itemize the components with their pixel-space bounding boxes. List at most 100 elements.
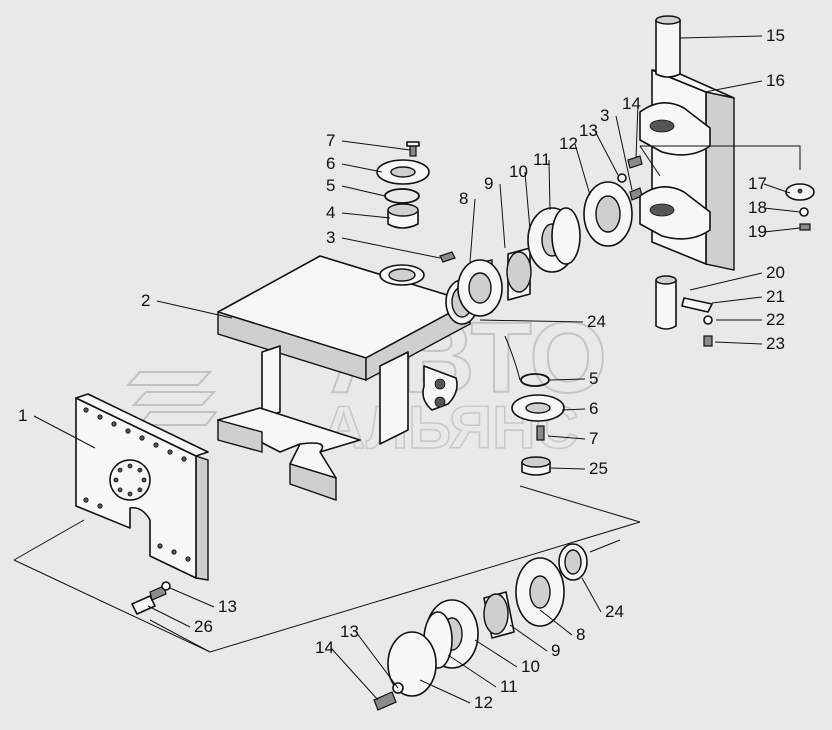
part-2-frame xyxy=(217,255,471,501)
bolt-hole xyxy=(125,428,131,434)
bolt-hole xyxy=(153,442,159,448)
callout-leader-c14b xyxy=(330,647,379,701)
part-7b-bolt xyxy=(536,425,545,441)
callout-leader-c24a xyxy=(479,319,584,323)
part-19-bolt xyxy=(799,223,811,231)
bolt-hole xyxy=(137,487,143,493)
callout-leader-c2 xyxy=(156,300,233,319)
part-5-ring xyxy=(384,188,420,204)
callout-c26: 26 xyxy=(194,617,213,636)
callout-leader-c10a xyxy=(524,171,531,231)
callout-c9a: 9 xyxy=(484,174,493,193)
callout-c7a: 7 xyxy=(326,131,335,150)
part-20-pin xyxy=(655,275,677,330)
callout-c12a: 12 xyxy=(559,134,578,153)
part-24b-seal xyxy=(558,543,588,581)
bolt-hole xyxy=(141,477,147,483)
callout-c17: 17 xyxy=(748,174,767,193)
bolt-hole xyxy=(117,467,123,473)
callout-leader-c7b xyxy=(547,435,586,440)
bolt-hole xyxy=(83,497,89,503)
callout-leader-c18 xyxy=(763,207,801,213)
callout-c18: 18 xyxy=(748,198,767,217)
callout-leader-c26 xyxy=(147,605,191,628)
callout-leader-c8a xyxy=(469,198,476,263)
callout-labels: 1234567891011121331415161718192021222324… xyxy=(18,26,801,712)
callout-leader-c17 xyxy=(763,183,791,194)
part-6b-flange xyxy=(511,394,565,422)
part-9b-bearing xyxy=(483,591,515,639)
bolt-hole xyxy=(111,421,117,427)
callout-c23: 23 xyxy=(766,334,785,353)
callout-leader-c5a xyxy=(341,185,386,197)
part-7-bolt xyxy=(406,141,420,157)
bolt-hole xyxy=(127,463,133,469)
callout-c21: 21 xyxy=(766,287,785,306)
callout-leader-c7a xyxy=(341,140,411,151)
part-6-flange xyxy=(376,159,430,185)
part-14c-bolt xyxy=(373,691,397,711)
part-21-lock-plate xyxy=(681,297,713,313)
callout-c14b: 14 xyxy=(315,638,334,657)
bolt-hole xyxy=(83,407,89,413)
part-11-cover xyxy=(551,207,581,265)
callout-c3a: 3 xyxy=(326,228,335,247)
part-23-bolt xyxy=(703,335,713,347)
part-8b-flange xyxy=(515,557,565,627)
callout-leader-c8b xyxy=(539,609,573,636)
part-12b-flange xyxy=(387,631,437,697)
callout-c13b: 13 xyxy=(218,597,237,616)
callout-c6b: 6 xyxy=(589,399,598,418)
part-26-bolt xyxy=(131,585,167,615)
callout-c15: 15 xyxy=(766,26,785,45)
callout-c11b: 11 xyxy=(500,677,518,696)
part-12-flange xyxy=(583,181,633,247)
callout-leader-c3b xyxy=(615,115,633,191)
callout-leader-c6 xyxy=(341,163,383,173)
callout-c8a: 8 xyxy=(459,189,468,208)
callout-leader-c4 xyxy=(341,212,391,219)
callout-c7b: 7 xyxy=(589,429,598,448)
bolt-hole xyxy=(127,491,133,497)
callout-leader-c10b xyxy=(474,639,518,668)
callout-c4: 4 xyxy=(326,203,335,222)
part-5b-ring xyxy=(520,373,550,387)
callout-leader-c11b xyxy=(447,654,497,688)
callout-c3b: 3 xyxy=(600,106,609,125)
callout-leader-c21 xyxy=(711,296,763,304)
assembly-lines xyxy=(13,145,801,653)
bolt-hole xyxy=(139,435,145,441)
callout-leader-c13a xyxy=(594,130,619,176)
part-13b-washer xyxy=(161,581,171,591)
callout-c24b: 24 xyxy=(605,602,624,621)
part-4-bearing xyxy=(387,203,419,229)
callout-c10a: 10 xyxy=(509,162,528,181)
callout-leader-c23 xyxy=(714,341,763,345)
bolt-hole xyxy=(117,487,123,493)
callout-c2: 2 xyxy=(141,291,150,310)
callout-c6: 6 xyxy=(326,154,335,173)
part-8-flange xyxy=(457,259,503,317)
callout-leader-c6b xyxy=(561,408,586,411)
callout-leader-c25 xyxy=(549,467,586,470)
bolt-hole xyxy=(137,467,143,473)
callout-c9b: 9 xyxy=(551,641,560,660)
callout-leader-c14a xyxy=(635,103,639,159)
callout-c14a: 14 xyxy=(622,94,641,113)
callout-leader-c20 xyxy=(689,272,763,291)
bolt-hole xyxy=(97,414,103,420)
callout-leader-c9a xyxy=(499,183,506,249)
callout-c5b: 5 xyxy=(589,369,598,388)
part-18-washer xyxy=(799,207,809,217)
callout-leader-c13b xyxy=(169,587,215,608)
callout-c24a: 24 xyxy=(587,312,606,331)
callout-c1: 1 xyxy=(18,406,27,425)
part-1-end-plate xyxy=(75,393,209,581)
part-3-bolt xyxy=(439,251,456,263)
callout-c19: 19 xyxy=(748,222,767,241)
callout-leader-c5b xyxy=(549,378,586,381)
callout-c20: 20 xyxy=(766,263,785,282)
callout-leader-c12b xyxy=(419,679,471,704)
callout-c22: 22 xyxy=(766,310,785,329)
